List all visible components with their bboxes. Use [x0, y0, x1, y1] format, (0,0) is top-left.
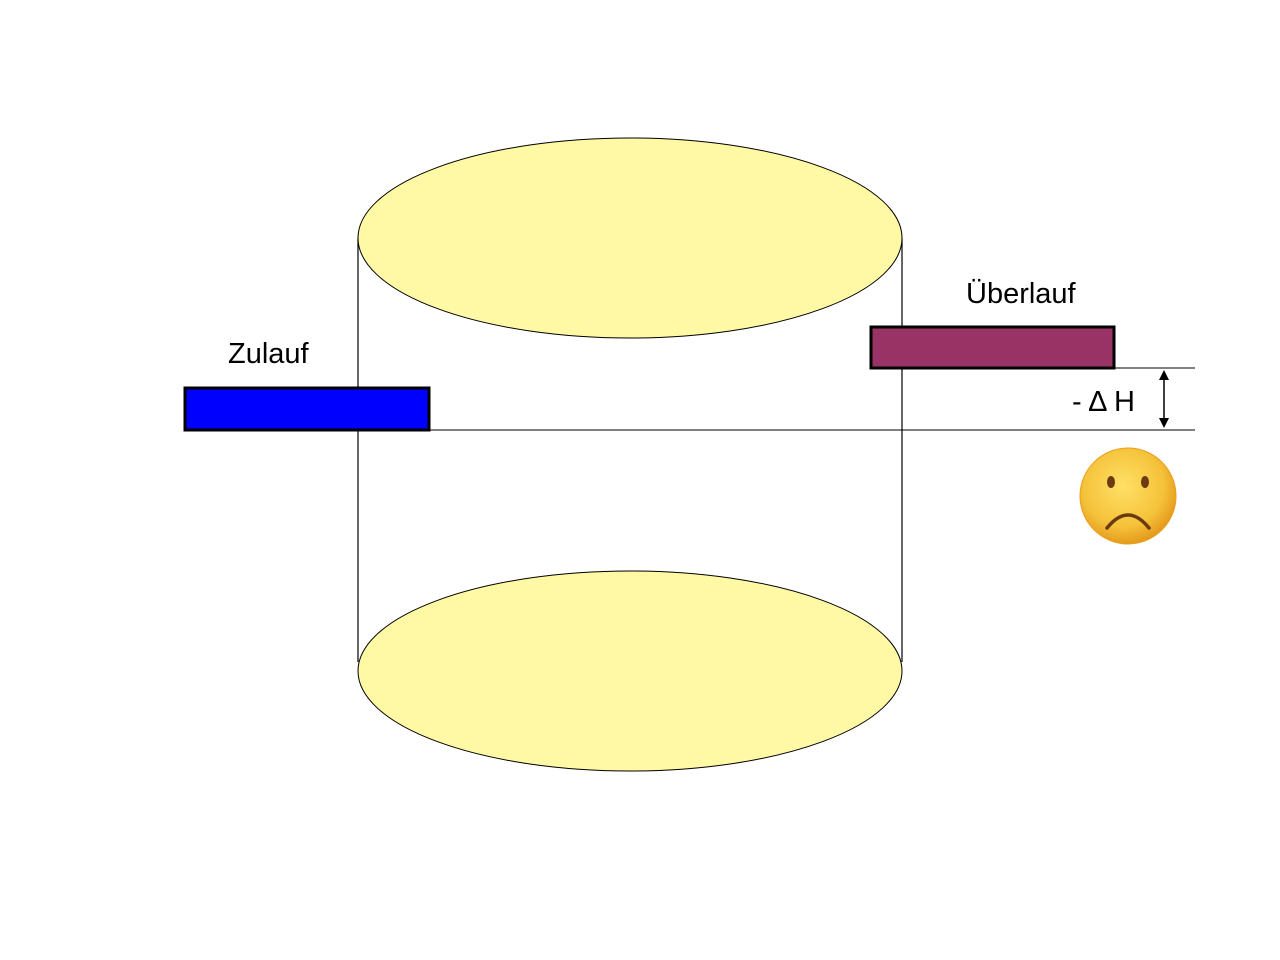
height-difference-label: - Δ H [1072, 386, 1135, 418]
sad-face-icon [1079, 447, 1177, 545]
height-difference-arrow [1159, 370, 1169, 428]
inlet-label: Zulauf [228, 338, 309, 370]
tank-top [357, 137, 903, 339]
overflow-label: Überlauf [966, 278, 1076, 310]
inlet-pipe [183, 386, 431, 432]
overflow-pipe [869, 325, 1116, 370]
tank-bottom [357, 570, 903, 772]
